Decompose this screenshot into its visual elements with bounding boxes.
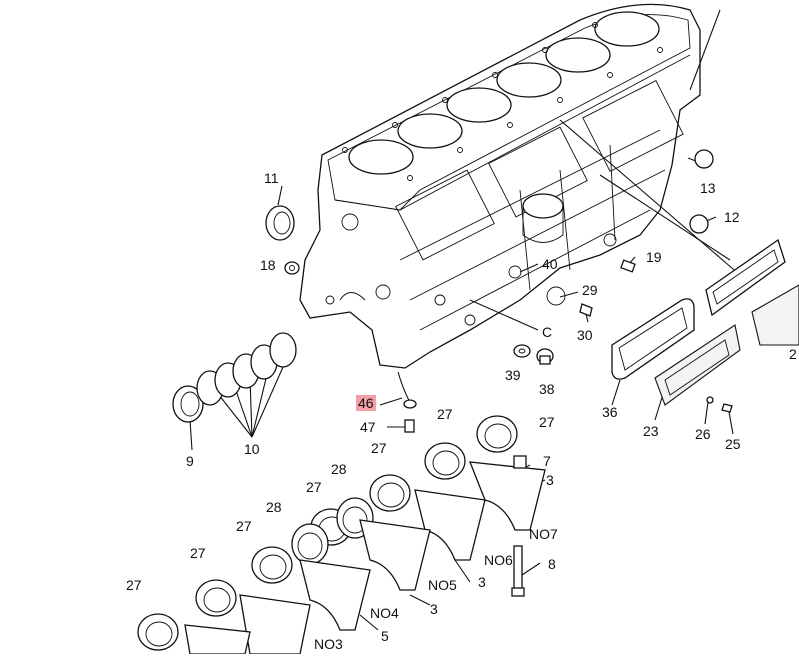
label-10: 10: [244, 441, 260, 457]
label-NO7: NO7: [529, 526, 558, 542]
label-46-highlighted[interactable]: 46: [356, 395, 376, 411]
label-7: 7: [543, 453, 551, 469]
front-rings: [172, 332, 297, 423]
bolt-26: [706, 396, 714, 404]
label-3: 3: [478, 574, 486, 590]
cylinder-block: [299, 3, 701, 369]
label-NO5: NO5: [428, 577, 457, 593]
gasket-36: [611, 298, 695, 380]
label-19: 19: [646, 249, 662, 265]
plug-18: [284, 261, 300, 275]
bolt-25: [721, 403, 733, 413]
label-3: 3: [430, 601, 438, 617]
label-27: 27: [437, 406, 453, 422]
washer-39: [513, 344, 531, 358]
bolt-30: [579, 303, 593, 323]
label-8: 8: [548, 556, 556, 572]
bolt-47: [404, 419, 415, 433]
label-39: 39: [505, 367, 521, 383]
label-18: 18: [260, 257, 276, 273]
label-27: 27: [306, 479, 322, 495]
label-25: 25: [725, 436, 741, 452]
label-38: 38: [539, 381, 555, 397]
label-13: 13: [700, 180, 716, 196]
label-5: 5: [381, 628, 389, 644]
label-27: 27: [371, 440, 387, 456]
cover-23: [654, 324, 741, 406]
label-47: 47: [360, 419, 376, 435]
label-26: 26: [695, 426, 711, 442]
label-29: 29: [582, 282, 598, 298]
label-36: 36: [602, 404, 618, 420]
bolt-19: [620, 259, 636, 273]
label-40: 40: [542, 256, 558, 272]
label-C: C: [542, 324, 553, 340]
plug-12: [689, 214, 709, 234]
gasket-right: [705, 238, 799, 346]
label-30: 30: [577, 327, 593, 343]
label-27: 27: [190, 545, 206, 561]
label-27: 27: [126, 577, 142, 593]
label-9: 9: [186, 453, 194, 469]
label-11: 11: [264, 170, 279, 186]
label-3: 3: [546, 472, 554, 488]
plug-38: [536, 348, 554, 365]
label-27: 27: [236, 518, 252, 534]
label-NO4: NO4: [370, 605, 399, 621]
label-2: 2: [789, 346, 797, 362]
plug-13: [694, 149, 714, 169]
seal-11: [265, 205, 295, 241]
label-28: 28: [331, 461, 347, 477]
label-NO6: NO6: [484, 552, 513, 568]
pipe-46: [397, 371, 417, 409]
main-bearings: [137, 415, 546, 655]
label-28: 28: [266, 499, 282, 515]
label-12: 12: [724, 209, 740, 225]
label-27: 27: [539, 414, 555, 430]
label-23: 23: [643, 423, 659, 439]
label-NO3: NO3: [314, 636, 343, 652]
